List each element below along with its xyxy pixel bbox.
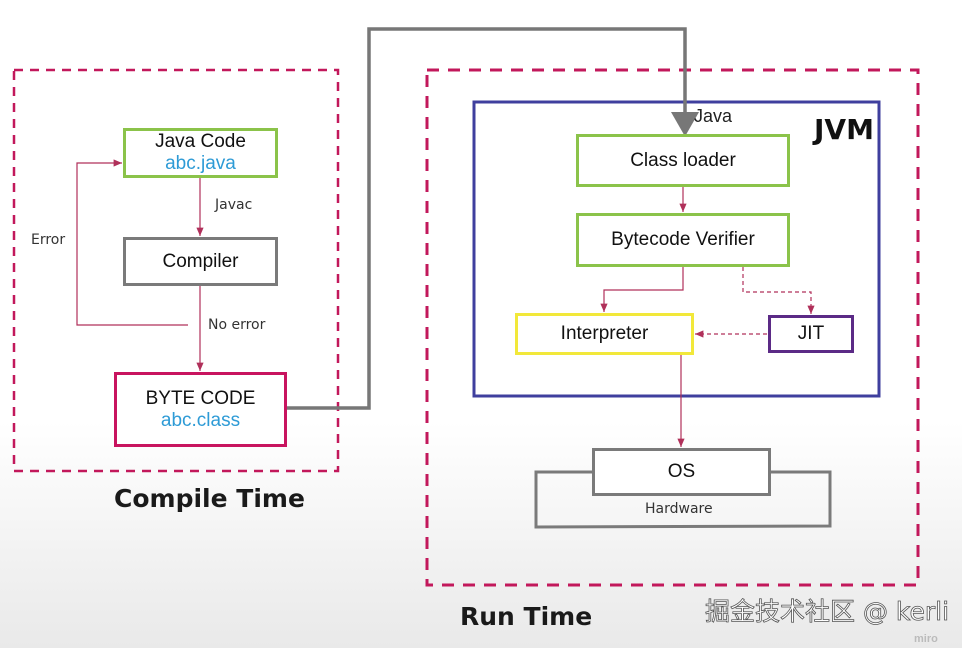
interpreter-box: Interpreter: [515, 313, 694, 355]
hardware-box: [534, 470, 832, 529]
java-code-box: Java Code abc.java: [123, 128, 278, 178]
compiler-label: Compiler: [162, 250, 239, 272]
no-error-label: No error: [208, 317, 266, 333]
byte-code-box: BYTE CODE abc.class: [114, 372, 287, 447]
jit-label: JIT: [797, 323, 825, 345]
java-code-title: Java Code: [155, 131, 246, 153]
interpreter-label: Interpreter: [560, 323, 649, 345]
bytecode-verifier-box: Bytecode Verifier: [576, 213, 790, 267]
compile-time-title: Compile Time: [114, 484, 305, 513]
hardware-label: Hardware: [645, 501, 713, 517]
jvm-title: JVM: [814, 113, 874, 146]
class-loader-label: Class loader: [630, 149, 736, 171]
os-box: OS: [592, 448, 771, 496]
jvm-box: [472, 100, 881, 398]
javac-label: Javac: [215, 197, 253, 213]
bytecode-verifier-label: Bytecode Verifier: [611, 229, 755, 251]
verifier-to-interpreter-arrow: [600, 267, 684, 312]
jvm-entry-label: Java: [694, 106, 733, 126]
bytecode-to-jvm-line: [287, 27, 699, 410]
miro-brand: miro: [914, 633, 938, 645]
compiler-box: Compiler: [123, 237, 278, 286]
run-time-region: [425, 68, 920, 587]
jit-box: JIT: [768, 315, 854, 353]
byte-code-file: abc.class: [160, 409, 241, 431]
watermark: 掘金技术社区 @ kerli: [705, 597, 950, 626]
compile-time-region: [12, 68, 340, 473]
java-code-file: abc.java: [165, 153, 236, 174]
error-loop-arrow: [76, 159, 188, 326]
verifier-to-jit-arrow: [742, 267, 815, 314]
class-loader-box: Class loader: [576, 134, 790, 187]
os-label: OS: [667, 461, 696, 483]
run-time-title: Run Time: [460, 602, 593, 631]
error-label: Error: [31, 232, 66, 248]
byte-code-title: BYTE CODE: [145, 387, 256, 409]
